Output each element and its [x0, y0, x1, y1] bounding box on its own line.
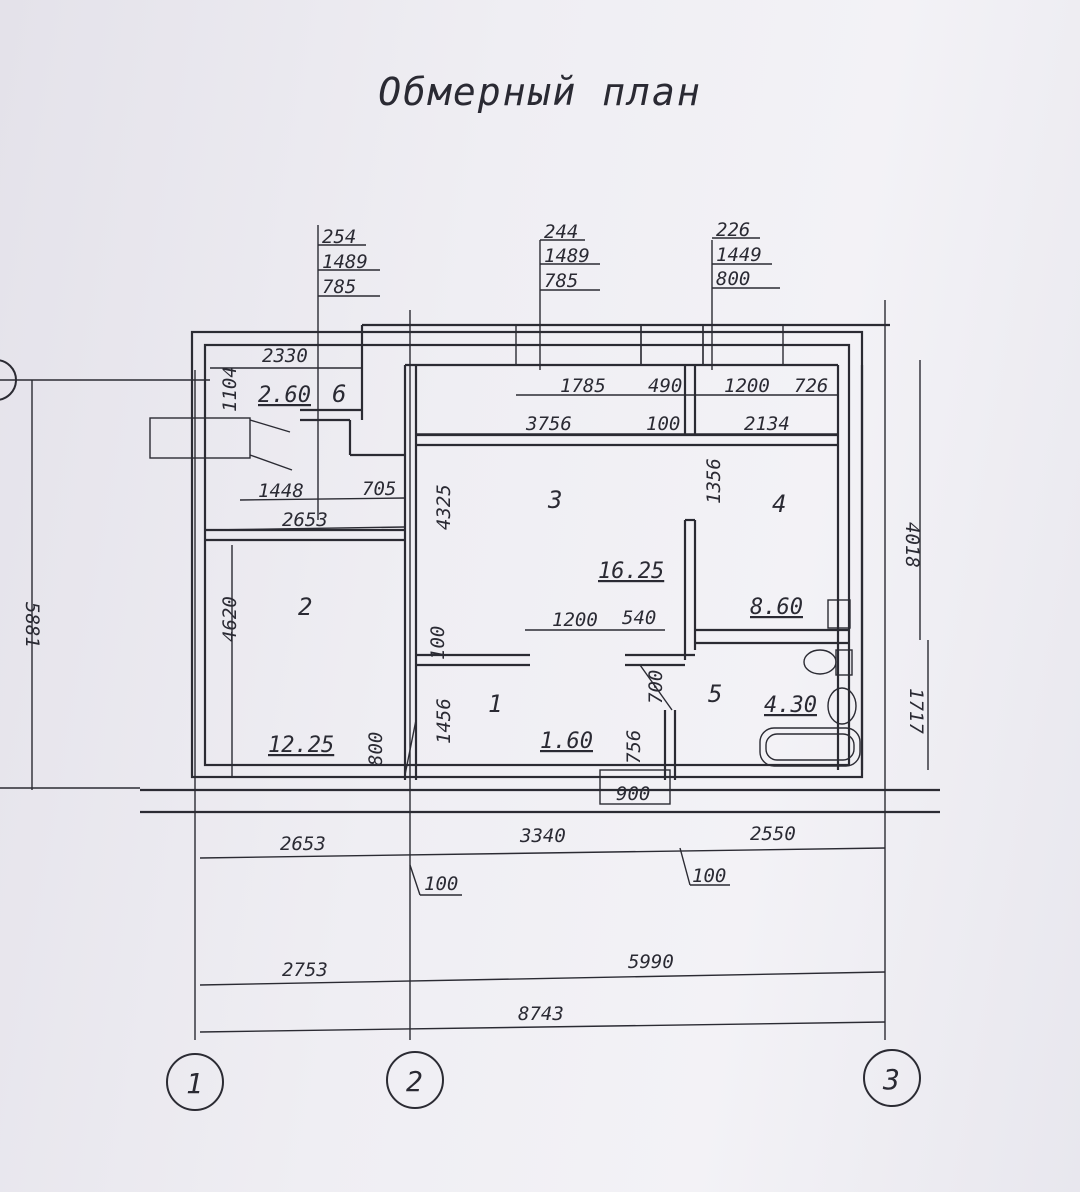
dimension-labels-horizontal: 2330 1785 490 1200 726 3756 100 2134 144… — [258, 345, 828, 1025]
dim-2134: 2134 — [744, 413, 790, 435]
dim-2550: 2550 — [750, 823, 796, 845]
room-3-area: 16.25 — [598, 559, 664, 584]
dim-1104: 1104 — [219, 366, 241, 412]
dim-100-top: 100 — [646, 413, 680, 435]
outer-walls — [140, 323, 940, 814]
axis-marker-1: 1 — [166, 1053, 224, 1111]
window-callout-3: 226 1449 800 — [716, 219, 762, 290]
window-3-line-2: 1449 — [716, 244, 762, 266]
window-1-line-3: 785 — [322, 276, 356, 298]
window-callout-1: 254 1489 785 — [322, 226, 368, 298]
dimension-lines — [0, 225, 929, 1040]
dim-800: 800 — [365, 732, 387, 766]
dim-4018: 4018 — [901, 522, 923, 568]
dim-1200-mid: 1200 — [552, 609, 598, 631]
dim-100-vertical: 100 — [427, 626, 449, 660]
dim-3756: 3756 — [525, 413, 572, 435]
axis-marker-partial — [0, 359, 17, 401]
room-2-area: 12.25 — [268, 733, 334, 758]
room-5-area: 4.30 — [764, 693, 817, 718]
plan-title: Обмерный план — [378, 70, 702, 114]
axis-3-label: 3 — [882, 1063, 900, 1096]
dim-2653-top: 2653 — [282, 509, 328, 531]
window-2-line-2: 1489 — [544, 245, 590, 267]
dim-540: 540 — [622, 607, 656, 629]
window-2-line-1: 244 — [544, 221, 578, 243]
room-4-number: 4 — [772, 490, 786, 518]
dim-1785: 1785 — [560, 375, 606, 397]
dim-100-right: 100 — [692, 865, 726, 887]
dim-3340: 3340 — [519, 825, 566, 847]
dim-5990: 5990 — [628, 951, 674, 973]
room-5-number: 5 — [708, 680, 722, 708]
dim-1717: 1717 — [905, 688, 927, 734]
room-4-area: 8.60 — [750, 595, 803, 620]
dim-2753: 2753 — [282, 959, 328, 981]
dim-705: 705 — [362, 478, 396, 500]
dim-1448: 1448 — [258, 480, 304, 502]
room-1-area: 1.60 — [540, 729, 593, 754]
dim-4620: 4620 — [219, 596, 241, 642]
dim-5881: 5881 — [21, 602, 43, 648]
room-6-number: 6 — [332, 380, 346, 408]
window-callout-2: 244 1489 785 — [544, 221, 590, 292]
dimension-labels-vertical: 1104 4325 1356 4018 5881 4620 100 700 14… — [21, 366, 927, 766]
window-1-line-1: 254 — [322, 226, 356, 248]
room-3-number: 3 — [547, 486, 562, 514]
dim-900: 900 — [616, 783, 650, 805]
axis-marker-2: 2 — [386, 1051, 444, 1109]
dim-2330: 2330 — [262, 345, 308, 367]
window-1-line-2: 1489 — [322, 251, 368, 273]
window-3-line-1: 226 — [716, 219, 750, 241]
dim-1456: 1456 — [433, 698, 455, 744]
axis-1-label: 1 — [186, 1067, 203, 1100]
dim-100-left: 100 — [424, 873, 458, 895]
room-1-number: 1 — [488, 690, 502, 718]
dim-490: 490 — [648, 375, 682, 397]
dim-1200-top: 1200 — [724, 375, 770, 397]
dim-1356: 1356 — [703, 458, 725, 504]
window-3-line-3: 800 — [716, 268, 750, 290]
room-2-number: 2 — [298, 593, 312, 621]
room-labels: 1 1.60 2 12.25 3 16.25 4 8.60 5 4.30 6 2… — [258, 380, 817, 758]
bathroom-fixtures — [759, 599, 861, 767]
interior-walls — [205, 345, 850, 780]
axis-marker-3: 3 — [863, 1049, 921, 1107]
dim-2653-bottom: 2653 — [280, 833, 326, 855]
axis-2-label: 2 — [406, 1065, 423, 1098]
room-6-area: 2.60 — [258, 383, 311, 408]
window-2-line-3: 785 — [544, 270, 578, 292]
dim-700: 700 — [645, 670, 667, 704]
dim-8743: 8743 — [518, 1003, 564, 1025]
dim-4325: 4325 — [433, 484, 455, 530]
dim-756: 756 — [623, 730, 645, 764]
dim-726: 726 — [794, 375, 828, 397]
